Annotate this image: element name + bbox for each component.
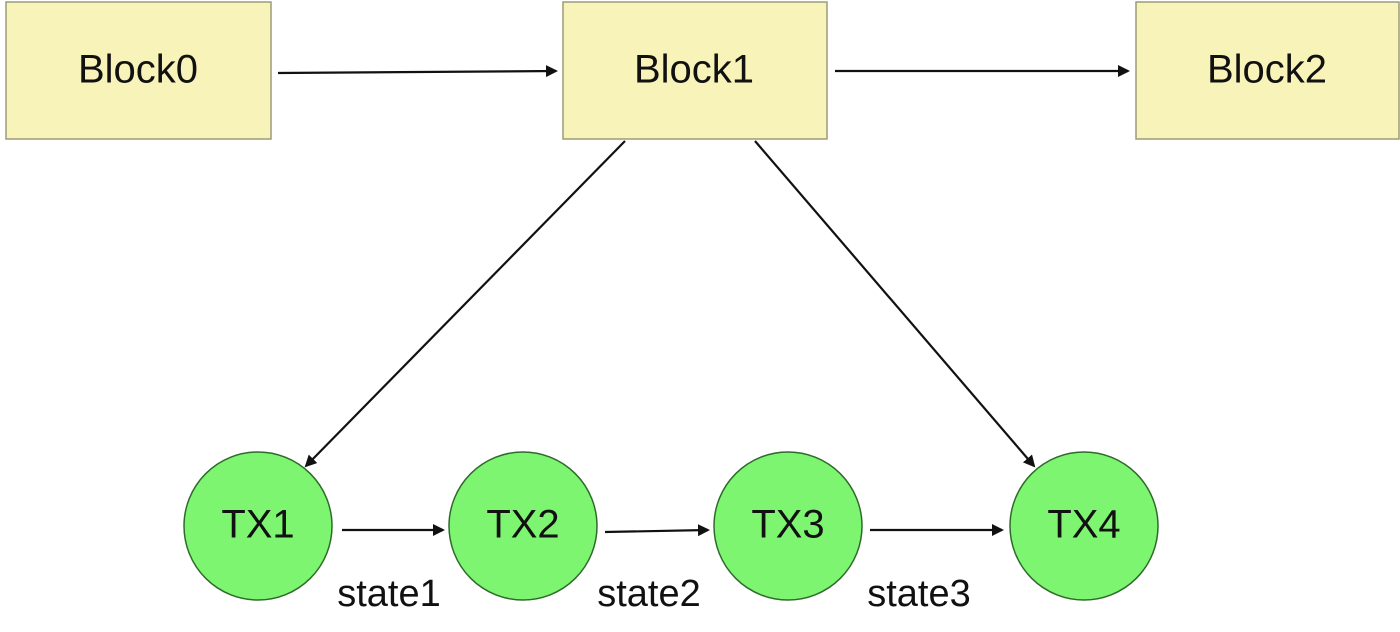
block-node-2: Block2 xyxy=(1135,1,1400,140)
block-label-0: Block0 xyxy=(78,48,198,92)
block-label-2: Block2 xyxy=(1207,48,1327,92)
edge-block1-tx1 xyxy=(304,140,626,468)
tx-label-3: TX3 xyxy=(751,503,824,547)
tx-label-4: TX4 xyxy=(1047,503,1120,547)
block-node-0: Block0 xyxy=(5,1,272,140)
state-label-3: state3 xyxy=(867,573,971,615)
tx-node-4: TX4 xyxy=(1009,451,1159,601)
edge-block0-block1 xyxy=(277,65,558,78)
tx-node-2: TX2 xyxy=(448,451,598,601)
tx-node-1: TX1 xyxy=(183,451,333,601)
tx-node-3: TX3 xyxy=(713,451,863,601)
state-label-1: state1 xyxy=(337,573,441,615)
state-label-2: state2 xyxy=(597,573,701,615)
block-label-1: Block1 xyxy=(634,48,754,92)
tx-label-2: TX2 xyxy=(486,503,559,547)
block-node-1: Block1 xyxy=(562,1,828,140)
tx-label-1: TX1 xyxy=(221,503,294,547)
edge-tx2-tx3 xyxy=(604,524,710,537)
edge-block1-tx4 xyxy=(754,140,1036,468)
